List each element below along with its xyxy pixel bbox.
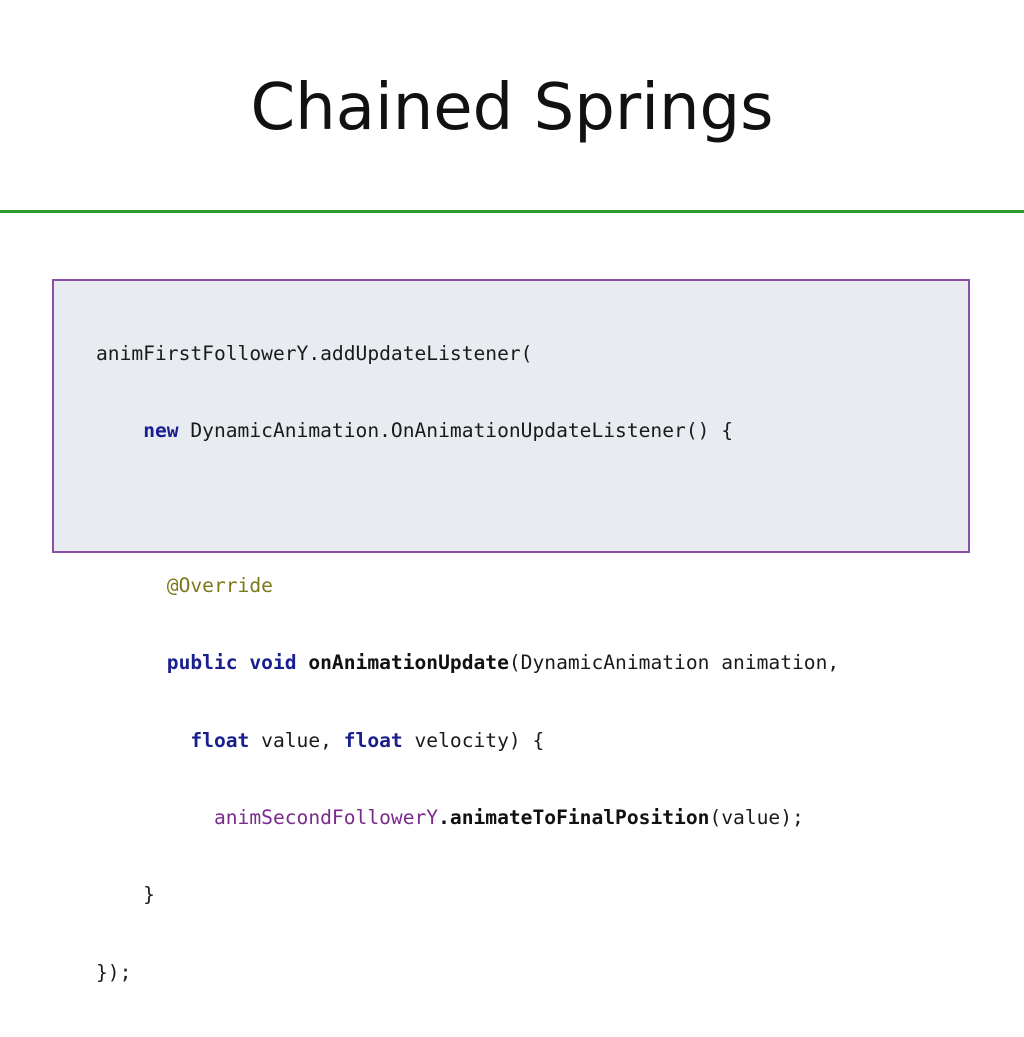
code-token: velocity) { <box>402 728 545 752</box>
code-keyword: new <box>143 418 179 442</box>
code-space <box>238 651 250 674</box>
code-line-4: @Override <box>96 573 839 599</box>
code-indent <box>96 651 167 674</box>
code-method-call: .animateToFinalPosition <box>438 805 710 829</box>
code-token: (DynamicAnimation animation, <box>508 651 840 675</box>
code-field: animSecondFollowerY <box>213 805 439 829</box>
code-token: animFirstFollowerY.addUpdateListener( <box>96 341 533 365</box>
slide-title: Chained Springs <box>250 71 774 145</box>
code-token: (value); <box>709 805 804 829</box>
code-token: }); <box>96 960 132 984</box>
code-annotation: @Override <box>166 573 273 597</box>
code-line-1: animFirstFollowerY.addUpdateListener( <box>96 341 839 367</box>
code-keyword: float <box>190 728 250 752</box>
code-token: } <box>96 883 155 907</box>
code-indent <box>96 806 214 829</box>
code-line-6: float value, float velocity) { <box>96 728 839 754</box>
code-keyword: public <box>166 651 238 675</box>
code-method-name: onAnimationUpdate <box>308 651 509 675</box>
code-indent <box>96 729 190 752</box>
code-block: animFirstFollowerY.addUpdateListener( ne… <box>52 279 970 984</box>
code-token: value, <box>249 728 344 752</box>
code-space <box>297 651 309 674</box>
code-indent <box>96 419 143 442</box>
code-token: DynamicAnimation.OnAnimationUpdateListen… <box>178 418 734 442</box>
code-text: animFirstFollowerY.addUpdateListener( ne… <box>96 289 839 1037</box>
code-line-8: } <box>96 882 839 908</box>
code-line-9: }); <box>96 960 839 986</box>
code-indent <box>96 574 167 597</box>
code-line-3 <box>96 495 839 521</box>
code-line-2: new DynamicAnimation.OnAnimationUpdateLi… <box>96 418 839 444</box>
code-keyword: float <box>343 728 403 752</box>
title-divider <box>0 210 1024 213</box>
code-line-5: public void onAnimationUpdate(DynamicAni… <box>96 650 839 676</box>
code-line-7: animSecondFollowerY.animateToFinalPositi… <box>96 805 839 831</box>
code-keyword: void <box>249 651 297 675</box>
